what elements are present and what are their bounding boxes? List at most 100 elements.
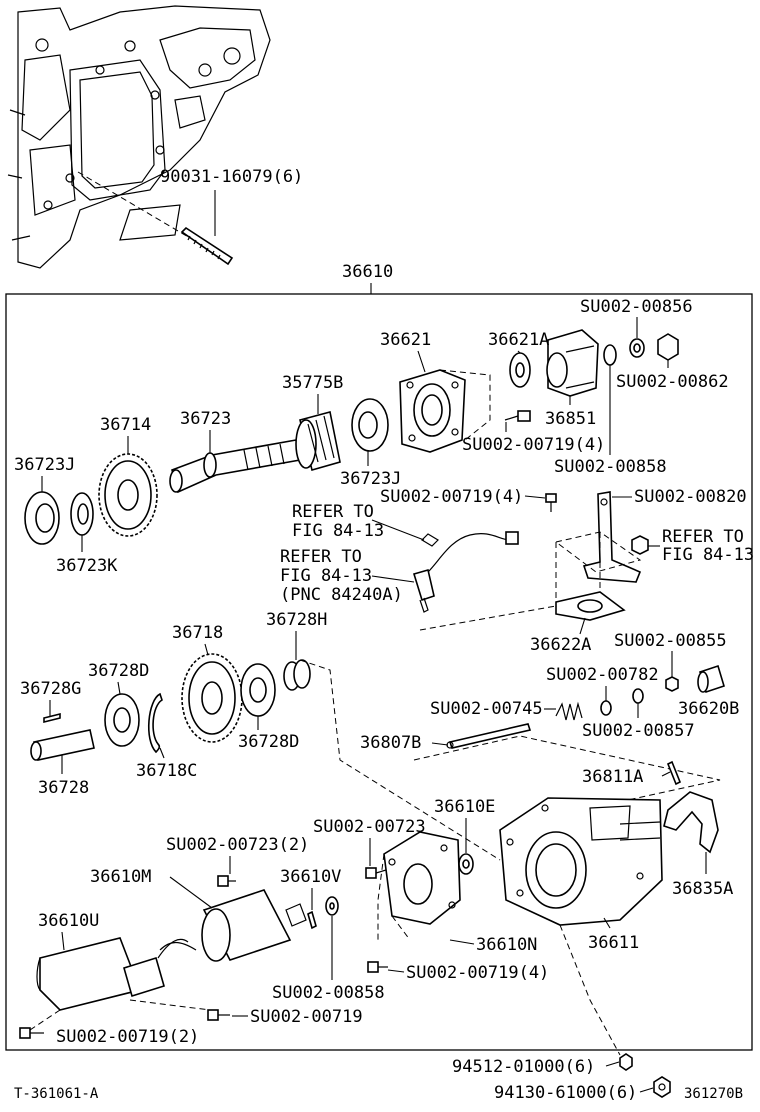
label-36807B: 36807B xyxy=(360,733,421,753)
bolt-su002-00719 xyxy=(207,1009,230,1021)
pin-36610V xyxy=(307,910,317,930)
label-su002-00719-4-c: SU002-00719(4) xyxy=(406,963,549,983)
label-36718C: 36718C xyxy=(136,761,197,781)
washer-su002-00858-b xyxy=(325,896,339,916)
label-36728H: 36728H xyxy=(266,610,327,630)
label-36728: 36728 xyxy=(38,778,89,798)
bolt-su002-00719-4-c xyxy=(367,961,388,973)
washer-su002-00856 xyxy=(629,338,645,358)
label-pnc-84240A: (PNC 84240A) xyxy=(280,585,403,605)
label-36723K: 36723K xyxy=(56,556,118,576)
label-36811A: 36811A xyxy=(582,767,643,787)
label-36611: 36611 xyxy=(588,933,639,953)
label-su002-00782: SU002-00782 xyxy=(546,665,659,685)
cover-36610U xyxy=(29,937,211,1031)
nut-94130 xyxy=(653,1076,671,1098)
retainer-36621 xyxy=(399,369,491,453)
label-su002-00719-4-b: SU002-00719(4) xyxy=(380,487,523,507)
label-36723J-b: 36723J xyxy=(340,469,401,489)
label-36620B: 36620B xyxy=(678,699,739,719)
nut-refer-fig-84-13 xyxy=(631,535,649,555)
label-36728G: 36728G xyxy=(20,679,81,699)
seal-36610E xyxy=(458,853,474,875)
label-36610M: 36610M xyxy=(90,867,151,887)
bolt-su002-00719-2 xyxy=(19,1027,44,1039)
label-su002-00855: SU002-00855 xyxy=(614,631,727,651)
bearing-35775B xyxy=(295,411,341,471)
bearing-36723J-left xyxy=(24,491,60,545)
rings-36728H xyxy=(283,659,311,691)
label-36610N: 36610N xyxy=(476,935,537,955)
cover-36610N xyxy=(377,831,461,941)
label-bolt-90031: 90031-16079(6) xyxy=(160,167,303,187)
label-36610E: 36610E xyxy=(434,797,495,817)
housing-36611 xyxy=(413,735,721,926)
label-assy-36610: 36610 xyxy=(342,262,393,282)
snap-ring-36718C xyxy=(147,692,163,754)
assembly-frame xyxy=(5,293,753,1051)
bolt-su002-00723 xyxy=(365,867,387,879)
gear-36714 xyxy=(98,453,158,537)
label-35775B: 35775B xyxy=(282,373,343,393)
label-36851: 36851 xyxy=(545,409,596,429)
label-su002-00723: SU002-00723 xyxy=(313,817,426,837)
label-36723J-a: 36723J xyxy=(14,455,75,475)
motor-36610M xyxy=(159,889,307,962)
bracket-su002-00820 xyxy=(582,491,642,583)
label-36621: 36621 xyxy=(380,330,431,350)
label-36718: 36718 xyxy=(172,623,223,643)
plate-36622A xyxy=(554,531,642,621)
pin-36728G xyxy=(43,712,61,724)
label-su002-00719-2: SU002-00719(2) xyxy=(56,1027,199,1047)
label-su002-00723-2: SU002-00723(2) xyxy=(166,835,309,855)
washer-36723K xyxy=(70,492,94,536)
nut-su002-00855 xyxy=(665,676,679,692)
stud-bolt-90031 xyxy=(180,226,234,266)
label-refer-to-c: REFER TO xyxy=(662,527,744,547)
bearing-36723J-right xyxy=(351,398,389,452)
label-su002-00856: SU002-00856 xyxy=(580,297,693,317)
label-36622A: 36622A xyxy=(530,635,591,655)
shaft-36723 xyxy=(169,439,301,494)
label-fig-84-13-c: FIG 84-13 xyxy=(662,545,754,565)
spring-su002-00745 xyxy=(555,701,583,721)
label-su002-00719: SU002-00719 xyxy=(250,1007,363,1027)
doc-id: T-361061-A xyxy=(14,1086,99,1102)
label-su002-00719-4-a: SU002-00719(4) xyxy=(462,435,605,455)
bolt-su002-00719-mid xyxy=(545,493,557,512)
bearing-36728D-left xyxy=(104,693,140,747)
label-36835A: 36835A xyxy=(672,879,733,899)
bolt-94512 xyxy=(619,1053,633,1071)
shaft-36728 xyxy=(30,729,95,761)
bearing-36728D-right xyxy=(240,663,276,717)
label-bolt-94512: 94512-01000(6) xyxy=(452,1057,595,1077)
washer-su002-00857 xyxy=(632,688,644,704)
bolt-su002-00723-2 xyxy=(217,875,236,887)
label-36714: 36714 xyxy=(100,415,151,435)
washer-36621A xyxy=(509,352,531,388)
label-fig-84-13-b: FIG 84-13 xyxy=(280,566,372,586)
transmission-case-drawing xyxy=(7,5,271,269)
nut-su002-00862 xyxy=(657,333,679,361)
pin-36811A xyxy=(666,760,682,786)
label-36610U: 36610U xyxy=(38,911,99,931)
label-su002-00745: SU002-00745 xyxy=(430,699,543,719)
housing-36851 xyxy=(546,329,599,397)
label-su002-00862: SU002-00862 xyxy=(616,372,729,392)
label-su002-00858-b: SU002-00858 xyxy=(272,983,385,1003)
label-36728D-b: 36728D xyxy=(238,732,299,752)
label-36723: 36723 xyxy=(180,409,231,429)
washer-su002-00782 xyxy=(600,700,612,716)
label-su002-00858-a: SU002-00858 xyxy=(554,457,667,477)
label-36610V: 36610V xyxy=(280,867,341,887)
ring-su002-00858-top xyxy=(603,344,617,366)
label-su002-00820: SU002-00820 xyxy=(634,487,747,507)
bolt-su002-00719-top xyxy=(504,410,531,422)
fork-36835A xyxy=(663,791,719,854)
label-fig-84-13-a: FIG 84-13 xyxy=(292,521,384,541)
label-refer-to-b: REFER TO xyxy=(280,547,362,567)
gear-36718 xyxy=(181,653,243,743)
speed-sensor xyxy=(412,531,557,631)
rod-36807B xyxy=(446,723,532,749)
